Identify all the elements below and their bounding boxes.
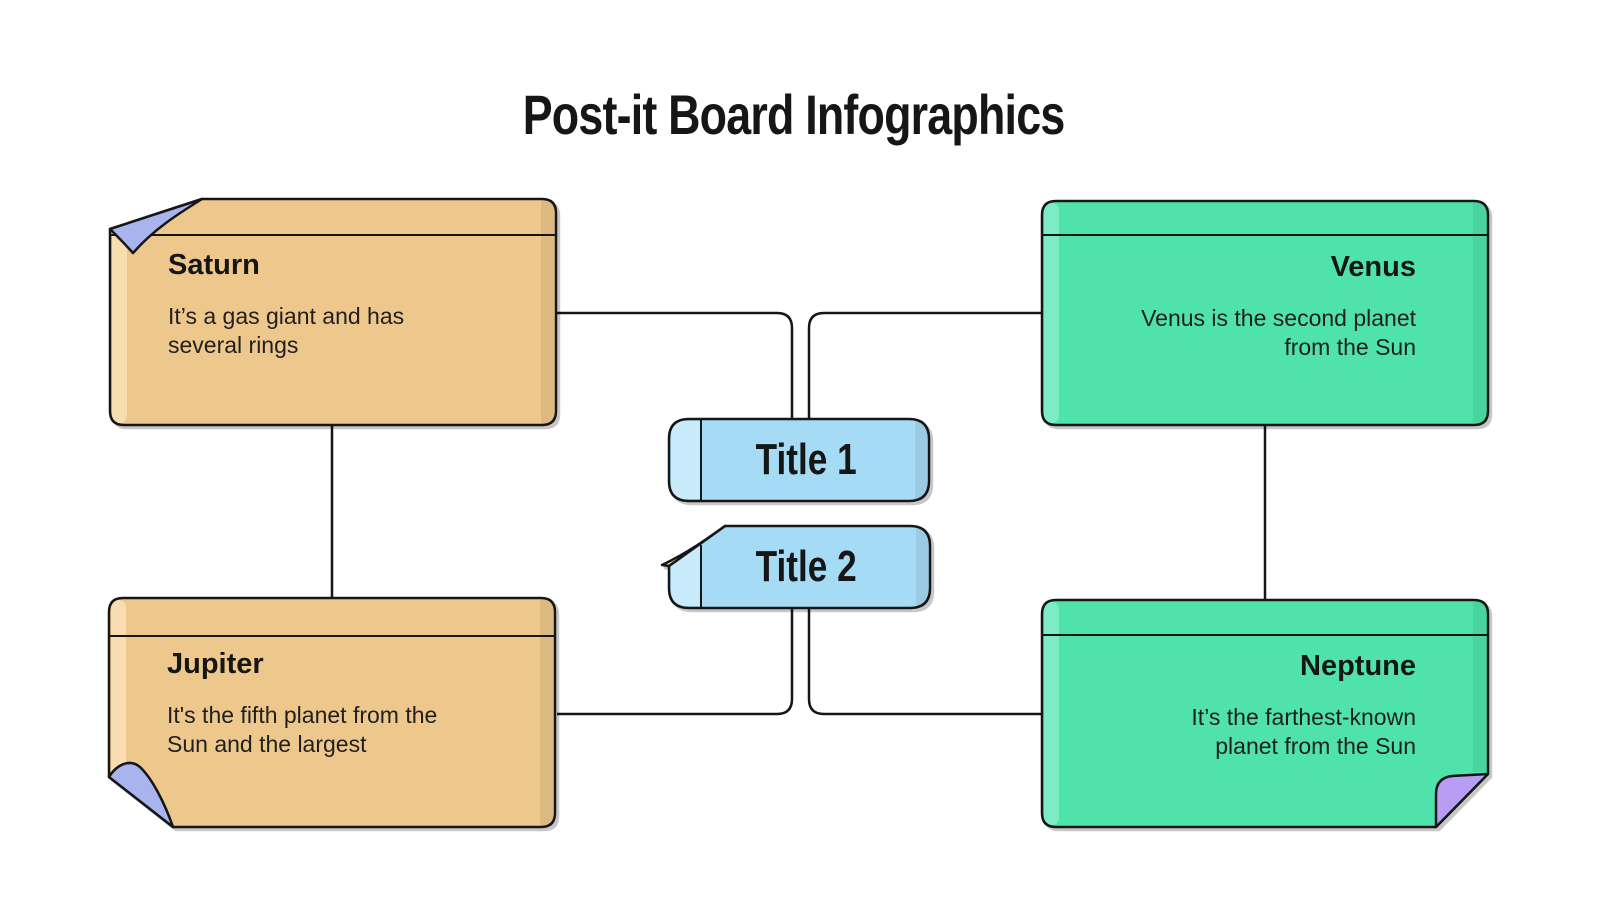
pill-art [660,524,932,610]
note-saturn: Saturn It’s a gas giant and has several … [108,197,558,427]
pill-label: Title 2 [755,542,858,591]
note-jupiter: Jupiter It's the fifth planet from the S… [107,596,557,829]
folded-corner-icon [108,197,204,255]
note-body-line: several rings [168,332,299,358]
folded-corner-icon [660,524,727,568]
page-title: Post-it Board Infographics [523,83,1066,146]
note-title: Neptune [1300,650,1416,682]
note-body-line: It’s the farthest-known [1191,704,1416,730]
note-body: Venus is the second planet from the Sun [1100,304,1416,362]
note-venus: Venus Venus is the second planet from th… [1040,199,1490,427]
folded-corner-icon [1434,772,1490,829]
pill-label: Title 1 [755,435,857,484]
note-body: It's the fifth planet from the Sun and t… [167,701,483,759]
folded-corner-icon [107,761,175,829]
note-neptune: Neptune It’s the farthest-known planet f… [1040,598,1490,829]
note-body-line: from the Sun [1284,334,1416,360]
note-title: Venus [1330,251,1416,283]
postit-art [107,596,557,829]
connector-title2-jupiter [557,608,794,716]
note-title: Saturn [168,249,260,281]
pill-title-2: Title 2 [660,524,932,610]
note-body-line: It’s a gas giant and has [168,303,405,329]
note-title: Jupiter [167,648,264,680]
note-body: It’s the farthest-known planet from the … [1100,703,1416,761]
note-body-line: Sun and the largest [167,731,367,757]
pill-art [667,417,931,503]
note-body: It’s a gas giant and has several rings [168,302,484,360]
connector-title2-neptune [807,608,1041,716]
note-body-line: Venus is the second planet [1141,305,1416,331]
note-body-line: It's the fifth planet from the [167,702,438,728]
pill-title-1: Title 1 [667,417,931,503]
postit-art [1040,199,1490,427]
connector-venus-title1 [807,311,1041,418]
postit-art [1040,598,1490,829]
postit-art [108,197,558,427]
connector-saturn-title1 [557,311,794,418]
note-body-line: planet from the Sun [1215,733,1416,759]
